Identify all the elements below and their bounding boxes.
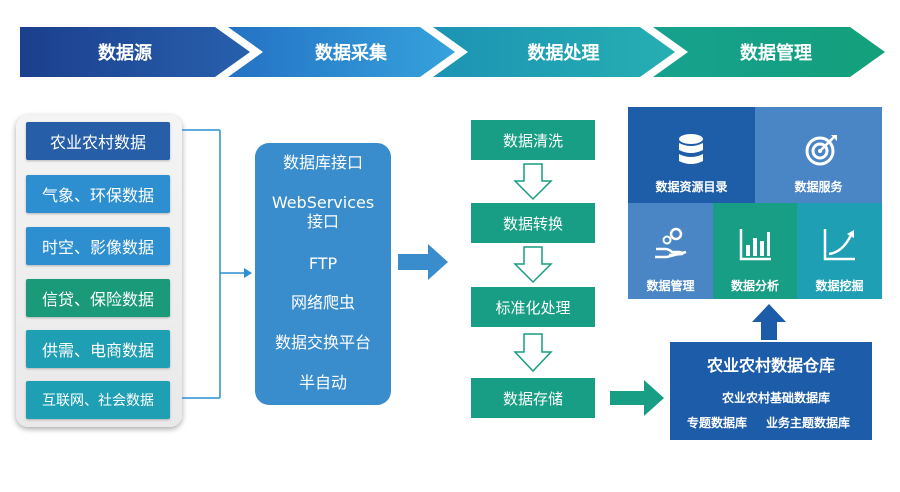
tile-data-service: 数据服务 — [755, 107, 882, 203]
arrow-down-icon — [513, 333, 553, 373]
stage-label-4: 数据管理 — [740, 43, 812, 64]
growth-curve-icon — [823, 229, 855, 261]
stage-chevron-1 — [20, 27, 250, 77]
arrow-right-icon — [610, 380, 664, 416]
warehouse-business-db: 业务主题数据库 — [766, 416, 851, 430]
source-item: 气象、环保数据 — [26, 175, 170, 213]
warehouse-title: 农业农村数据仓库 — [706, 356, 835, 375]
process-step: 标准化处理 — [471, 287, 595, 327]
tile-data-management: 数据管理 — [628, 203, 713, 299]
process-chevrons — [20, 27, 885, 77]
tile-data-analysis: 数据分析 — [713, 203, 797, 299]
collection-item: 网络爬虫 — [290, 293, 355, 312]
collection-item: 半自动 — [298, 373, 347, 392]
database-icon — [679, 134, 703, 164]
bar-chart-icon — [739, 229, 771, 261]
stage-chevron-2 — [228, 27, 455, 77]
stage-label-3: 数据处理 — [527, 43, 600, 64]
source-item: 信贷、保险数据 — [26, 279, 170, 317]
source-connector — [182, 129, 252, 399]
stage-label-2: 数据采集 — [315, 43, 387, 64]
warehouse-topic-db: 专题数据库 — [687, 416, 748, 430]
source-item: 时空、影像数据 — [26, 227, 170, 265]
data-warehouse: 农业农村数据仓库 农业农村基础数据库 专题数据库 业务主题数据库 — [670, 342, 872, 440]
source-panel — [16, 115, 182, 427]
hand-gear-icon — [655, 227, 687, 259]
stage-chevron-3 — [433, 27, 675, 77]
stage-label-1: 数据源 — [98, 43, 152, 64]
process-step: 数据转换 — [471, 203, 595, 243]
arrow-right-icon — [398, 244, 448, 280]
stage-chevron-4 — [653, 27, 885, 77]
source-item: 供需、电商数据 — [26, 330, 170, 368]
target-icon — [805, 135, 837, 166]
collection-panel: 数据库接口 WebServices 接口 FTP 网络爬虫 数据交换平台 半自动 — [255, 143, 391, 405]
tile-data-mining: 数据挖掘 — [797, 203, 882, 299]
source-item: 互联网、社会数据 — [26, 381, 170, 419]
collection-item: 数据交换平台 — [274, 333, 371, 352]
process-step: 数据存储 — [471, 378, 595, 418]
collection-item: 接口 — [306, 212, 339, 231]
arrow-down-icon — [513, 163, 553, 201]
warehouse-base-db: 农业农村基础数据库 — [721, 391, 830, 405]
arrow-up-icon — [752, 304, 786, 340]
collection-item: 数据库接口 — [282, 153, 363, 172]
arrow-down-icon — [513, 246, 553, 284]
collection-item: WebServices — [271, 193, 375, 212]
source-item: 农业农村数据 — [26, 122, 170, 160]
process-step: 数据清洗 — [471, 120, 595, 160]
collection-item: FTP — [308, 254, 338, 273]
tile-resource-catalog: 数据资源目录 — [628, 107, 755, 203]
